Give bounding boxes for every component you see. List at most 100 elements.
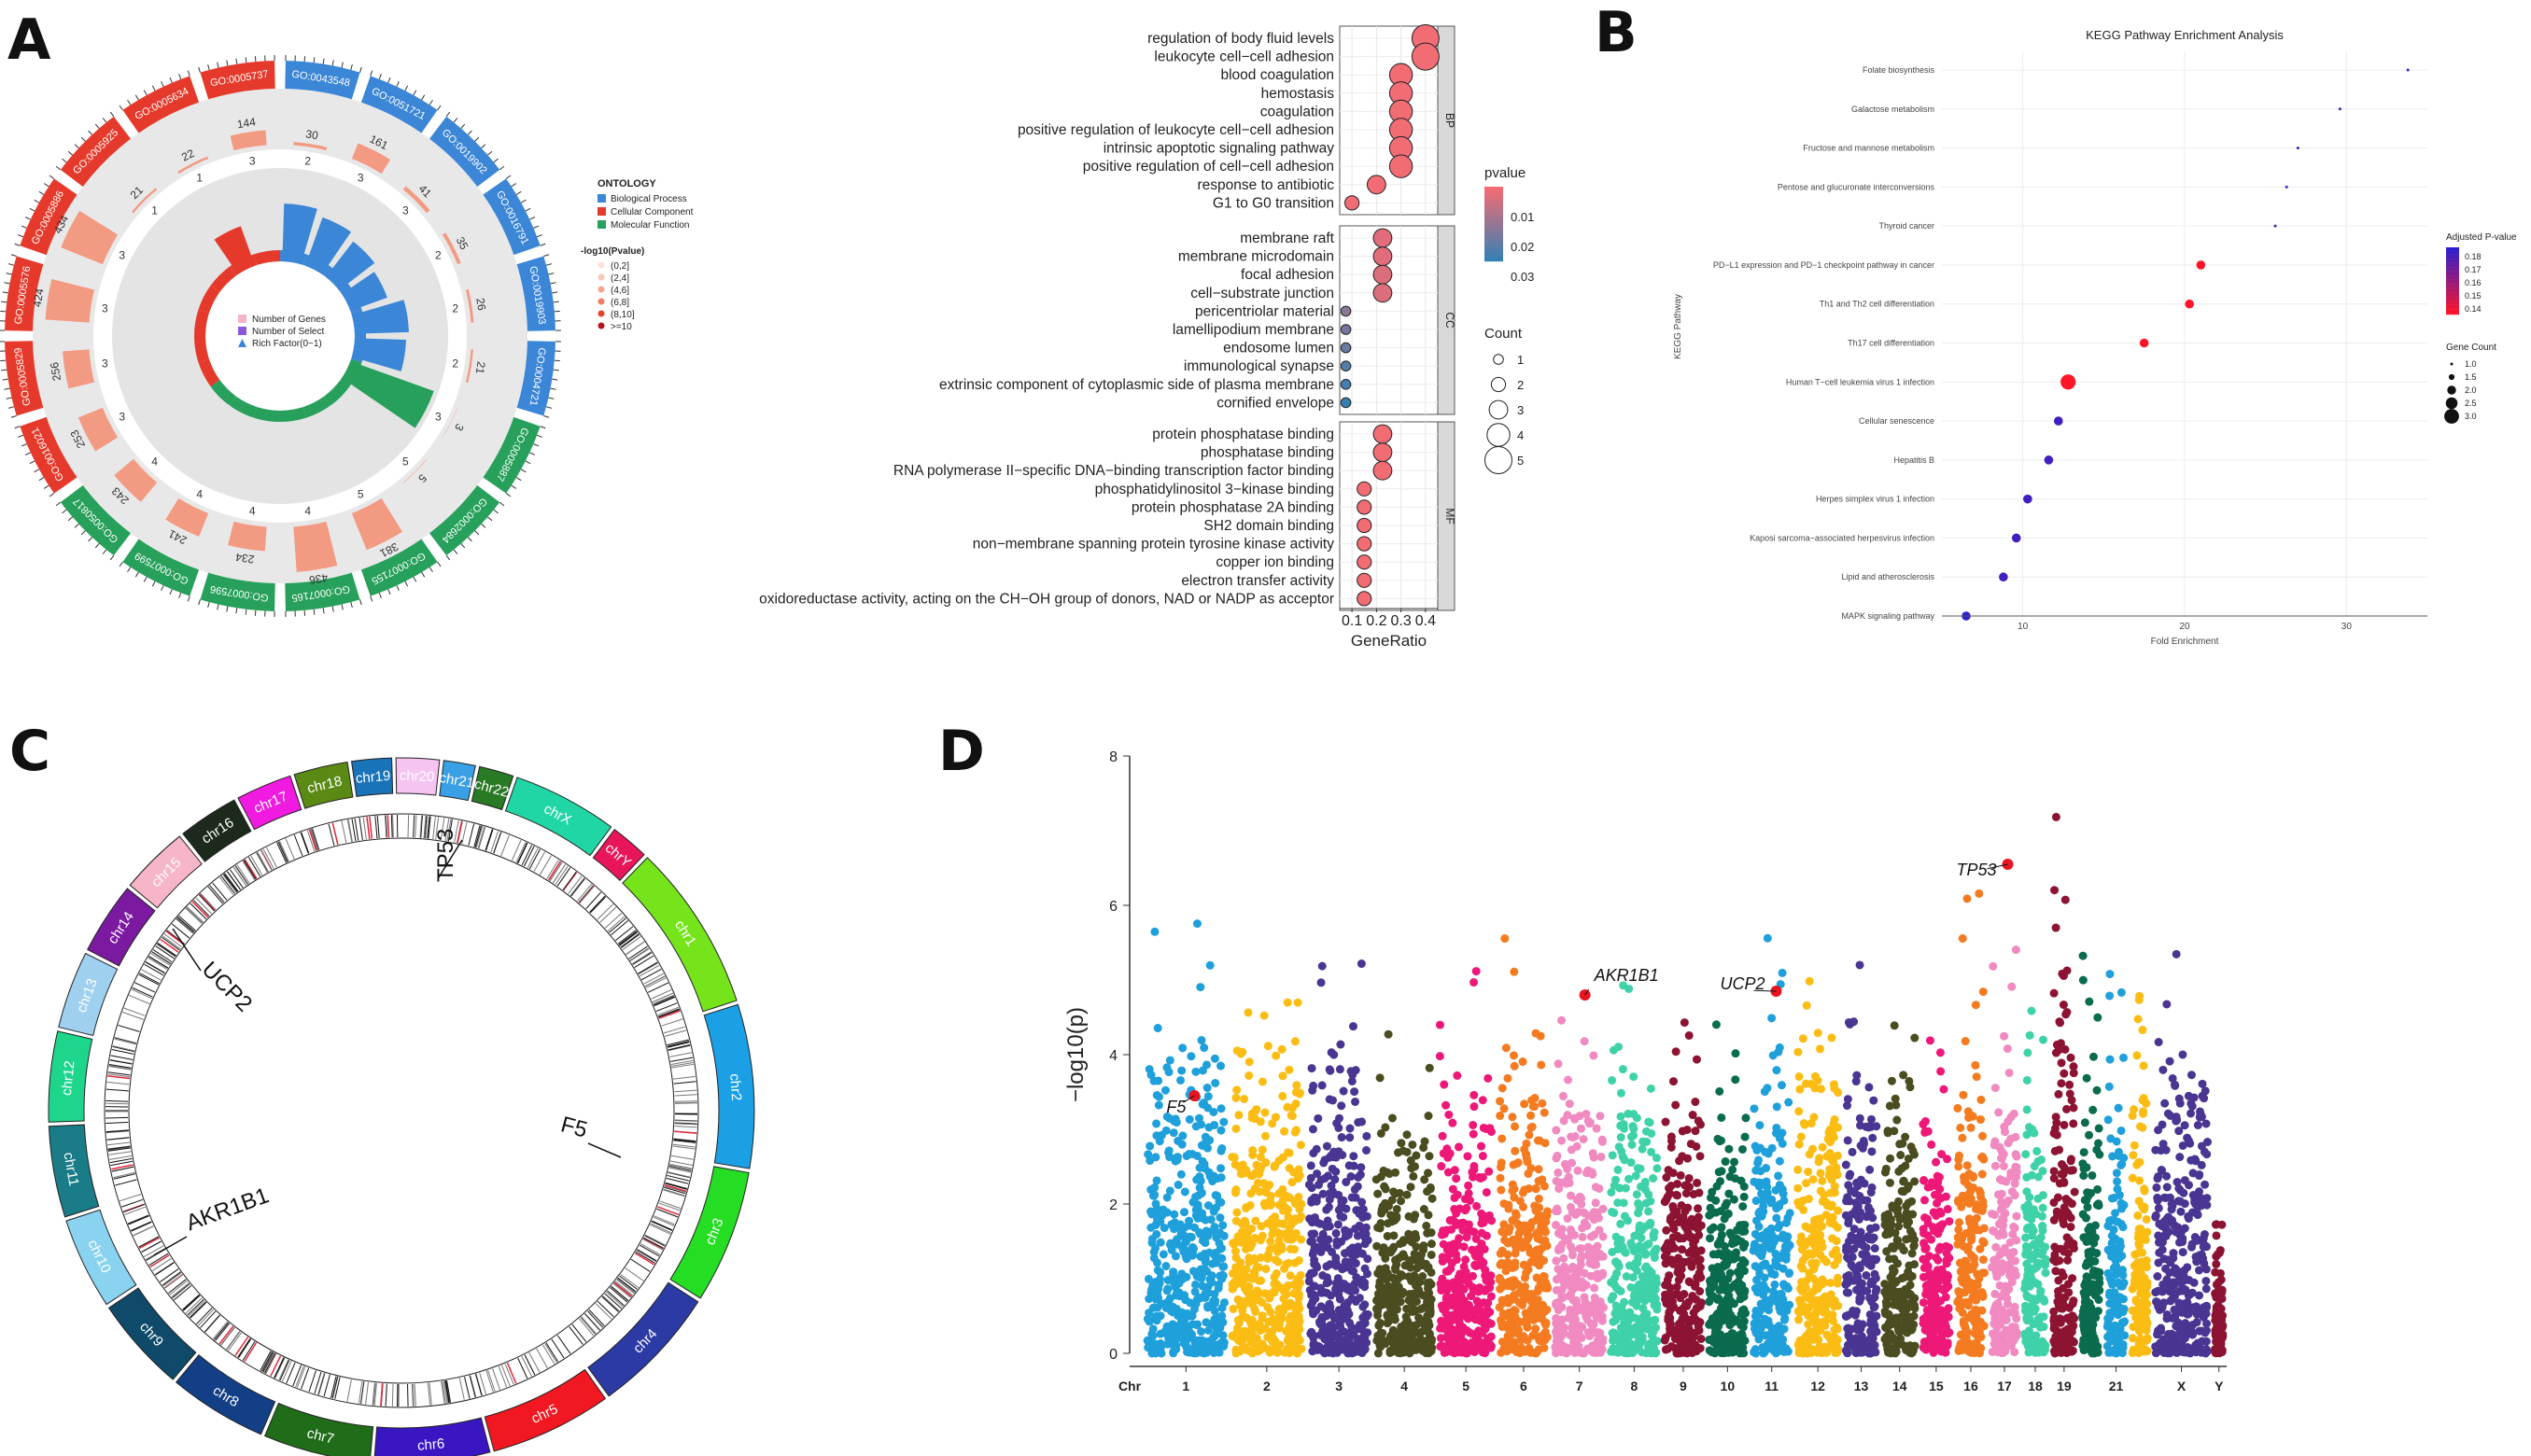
- pathway-label: Kaposi sarcoma−associated herpesvirus in…: [1750, 533, 1934, 542]
- snp-point: [1538, 1099, 1547, 1108]
- cytoband: [619, 931, 638, 946]
- chromosome-label: chr21: [438, 770, 475, 791]
- cytoband: [419, 815, 423, 838]
- snp-point: [1552, 1327, 1561, 1337]
- snp-point: [1682, 1323, 1692, 1332]
- kegg-point: [2023, 494, 2032, 504]
- select-count-label: 5: [402, 455, 409, 468]
- snp-point: [1598, 1204, 1608, 1213]
- snp-point: [1318, 1189, 1328, 1198]
- snp-point: [1784, 1098, 1793, 1107]
- count-legend-tick: 1.5: [2465, 372, 2477, 382]
- pvalue-colorbar: [1484, 224, 1503, 227]
- snp-point: [1634, 1291, 1643, 1300]
- snp-point: [1497, 1185, 1506, 1195]
- chromosome-arc: [622, 857, 738, 1013]
- x-tick-label: 30: [2341, 622, 2353, 632]
- pvalue-colorbar: [1484, 207, 1503, 210]
- cytoband: [149, 1254, 170, 1268]
- cytoband: [546, 860, 559, 880]
- snp-point: [1267, 1199, 1276, 1209]
- snp-point: [1589, 1208, 1598, 1217]
- snp-point: [1332, 1240, 1342, 1250]
- snp-point: [1272, 1269, 1281, 1279]
- snp-point: [1180, 1208, 1189, 1217]
- snp-point: [1337, 1133, 1346, 1142]
- scale-tick: [235, 608, 238, 614]
- cytoband: [655, 1002, 678, 1012]
- snp-point: [1334, 1329, 1343, 1338]
- scale-tick: [226, 606, 229, 612]
- scale-tick: [25, 452, 31, 455]
- snp-point: [1320, 1288, 1329, 1297]
- snp-point: [1412, 1151, 1421, 1160]
- snp-point: [1357, 1249, 1367, 1258]
- ontology-band: [210, 266, 236, 292]
- cytoband: [616, 1279, 635, 1295]
- scale-tick: [445, 554, 451, 561]
- padj-colorbar: [2446, 250, 2459, 253]
- snp-point: [1504, 1298, 1513, 1308]
- go-term-label: pericentriolar material: [1195, 303, 1334, 319]
- snp-point: [1679, 1234, 1688, 1243]
- pvalue-legend-swatch: [598, 322, 605, 329]
- scale-tick: [67, 150, 73, 156]
- snp-point: [1498, 1337, 1507, 1347]
- cytoband: [106, 1137, 130, 1141]
- cytoband: [133, 1225, 154, 1237]
- scale-tick: [34, 469, 40, 473]
- snp-point: [1804, 1320, 1813, 1329]
- snp-point: [1568, 1133, 1578, 1142]
- pathway-label: MAPK signaling pathway: [1841, 611, 1934, 621]
- scale-tick: [341, 62, 344, 68]
- snp-point: [1438, 1131, 1447, 1141]
- scale-tick: [445, 111, 451, 118]
- snp-point: [1682, 1301, 1692, 1310]
- snp-point: [1156, 1267, 1165, 1277]
- cytoband: [674, 1089, 697, 1093]
- count-legend-tick: 1: [1517, 353, 1524, 367]
- snp-point: [1482, 1188, 1491, 1197]
- snp-point: [1469, 1129, 1478, 1139]
- snp-point: [1552, 1285, 1561, 1295]
- cytoband: [669, 1163, 692, 1169]
- snp-point: [1445, 1250, 1455, 1259]
- cytoband: [168, 1279, 187, 1294]
- scale-tick: [254, 56, 257, 63]
- snp-point: [1217, 1303, 1227, 1312]
- scale-tick: [235, 58, 238, 64]
- snp-point: [1162, 1112, 1172, 1121]
- cytoband: [639, 1244, 660, 1257]
- snp-point: [1815, 1154, 1824, 1163]
- chromosome-arc: [48, 1030, 93, 1123]
- snp-point: [1294, 1276, 1303, 1285]
- snp-point: [1165, 1186, 1174, 1196]
- x-tick-label: 3: [1335, 1379, 1343, 1393]
- go-term-label: SH2 domain binding: [1203, 518, 1334, 534]
- snp-point: [1519, 1202, 1528, 1211]
- cytoband: [160, 938, 179, 953]
- scale-tick: [169, 589, 173, 595]
- snp-point: [1454, 1142, 1463, 1152]
- ontology-legend-label: Cellular Component: [611, 207, 694, 217]
- snp-point: [1608, 1076, 1617, 1085]
- snp-point: [1424, 1169, 1433, 1178]
- snp-point: [1195, 1113, 1204, 1123]
- facet-label: CC: [1443, 312, 1456, 329]
- scale-tick: [18, 234, 23, 238]
- cytoband: [263, 1352, 275, 1374]
- pvalue-legend-label: (4,6]: [611, 286, 629, 296]
- select-count-label: 3: [119, 410, 125, 423]
- snp-point: [1680, 1018, 1689, 1028]
- snp-point: [1708, 1250, 1718, 1259]
- snp-point: [1266, 1192, 1275, 1201]
- cytoband: [595, 1303, 612, 1320]
- cytoband: [372, 1382, 375, 1406]
- snp-point: [1313, 1341, 1322, 1351]
- snp-point: [1349, 1161, 1358, 1170]
- snp-point: [1616, 1112, 1625, 1121]
- snp-point: [1794, 1295, 1804, 1305]
- snp-point: [1260, 1108, 1270, 1117]
- snp-point: [1439, 1305, 1448, 1314]
- go-term-dot: [1357, 591, 1372, 607]
